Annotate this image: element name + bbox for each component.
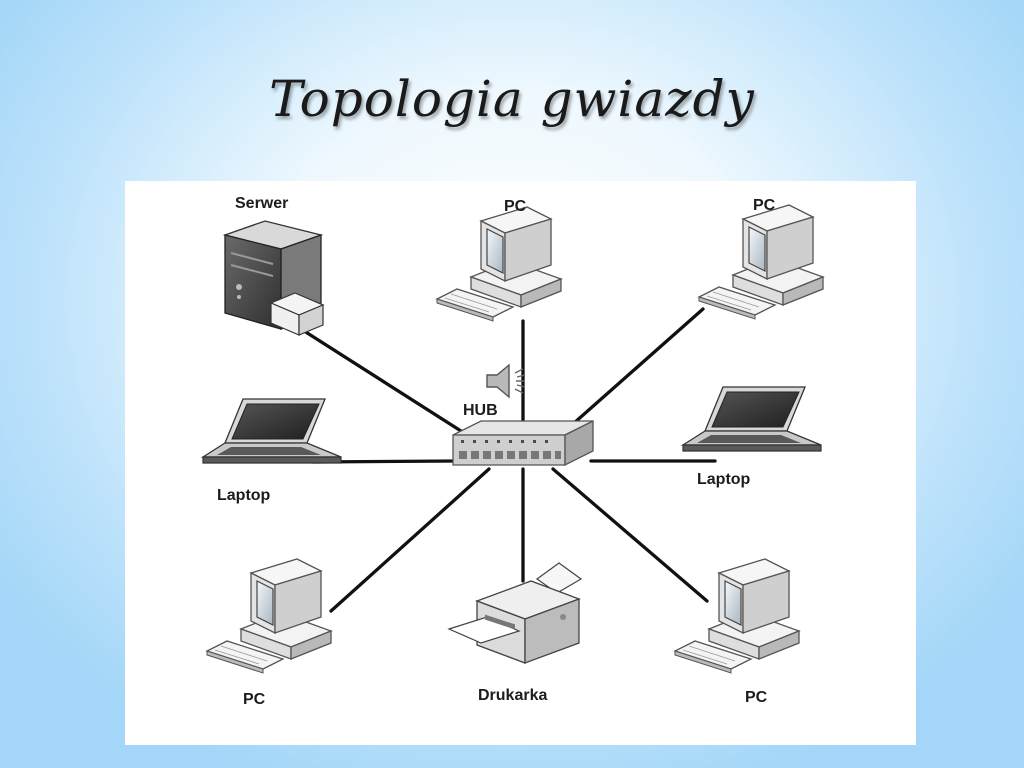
pc-bottom-right-icon xyxy=(674,558,800,674)
laptop-left-icon xyxy=(202,398,342,464)
speaker-icon[interactable] xyxy=(486,363,526,399)
hub-label: HUB xyxy=(463,402,498,419)
node-label-pc-top-right: PC xyxy=(753,197,776,214)
link-pc-top-right xyxy=(563,307,705,433)
link-pc-bottom-left xyxy=(329,467,491,613)
node-label-pc-top: PC xyxy=(504,198,527,215)
network-links xyxy=(299,307,717,613)
link-server xyxy=(299,327,463,433)
node-label-pc-bottom-right: PC xyxy=(745,689,768,706)
node-label-laptop-right: Laptop xyxy=(697,471,751,488)
pc-top-right-icon xyxy=(698,204,824,320)
star-topology-diagram: Serwer PC PC HUB Laptop Laptop PC Drukar… xyxy=(125,181,916,745)
pc-bottom-left-icon xyxy=(206,558,332,674)
hub-icon xyxy=(452,419,594,467)
laptop-right-icon xyxy=(682,386,822,452)
node-label-pc-bottom-left: PC xyxy=(243,691,266,708)
diagram-canvas xyxy=(202,204,824,674)
server-icon xyxy=(222,220,325,336)
node-label-printer: Drukarka xyxy=(478,687,548,704)
link-pc-bottom-right xyxy=(551,467,709,603)
node-label-server: Serwer xyxy=(235,195,289,212)
slide-title: Topologia gwiazdy xyxy=(269,70,755,128)
node-label-laptop-left: Laptop xyxy=(217,487,271,504)
pc-top-icon xyxy=(436,206,562,322)
printer-icon xyxy=(447,562,583,664)
